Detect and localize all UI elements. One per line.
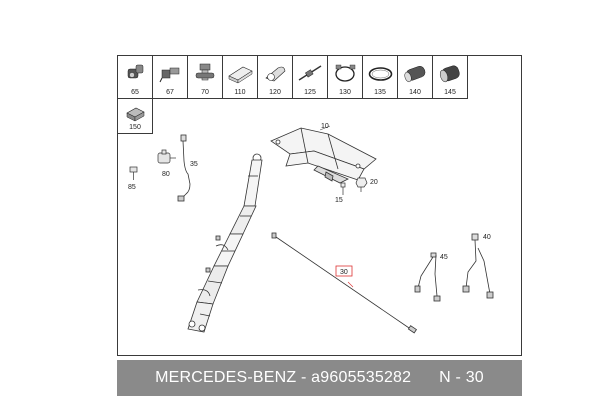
part-cell-120[interactable]: 120 bbox=[258, 56, 293, 99]
part-number-label: 67 bbox=[166, 89, 174, 96]
part-number-label: 140 bbox=[409, 89, 421, 96]
hose-40 bbox=[462, 233, 494, 299]
part-cell-140[interactable]: 140 bbox=[398, 56, 433, 99]
screw-15 bbox=[340, 182, 346, 195]
bolt-85 bbox=[129, 166, 138, 180]
callout-15: 15 bbox=[335, 197, 343, 204]
brand-name: MERCEDES-BENZ bbox=[155, 369, 297, 386]
nut-20 bbox=[355, 177, 368, 192]
part-footer-bar: MERCEDES-BENZ - a9605535282 N - 30 bbox=[117, 360, 522, 396]
hydraulic-cylinder bbox=[187, 153, 263, 333]
parts-diagram-frame: 65 67 70 110 120 bbox=[117, 55, 522, 356]
elbow-connector-icon bbox=[127, 64, 144, 79]
part-cell-135[interactable]: 135 bbox=[363, 56, 398, 99]
cable-tie-icon bbox=[298, 65, 322, 81]
o-ring-icon bbox=[368, 67, 393, 81]
callout-40: 40 bbox=[483, 234, 491, 241]
part-cell-70[interactable]: 70 bbox=[188, 56, 223, 99]
part-number-label: 70 bbox=[201, 89, 209, 96]
mount-bracket-assembly bbox=[270, 127, 377, 184]
part-number-label: 135 bbox=[374, 89, 386, 96]
part-number-label: 120 bbox=[269, 89, 281, 96]
part-number-label: 130 bbox=[339, 89, 351, 96]
part-cell-65[interactable]: 65 bbox=[118, 56, 153, 99]
sleeve-icon bbox=[404, 66, 426, 83]
footer-separator: - bbox=[296, 369, 312, 386]
assembly-drawing: 10 15 20 35 80 85 bbox=[128, 123, 494, 334]
mounting-bracket-icon bbox=[126, 107, 145, 122]
part-number-label: 125 bbox=[304, 89, 316, 96]
part-number-label: 150 bbox=[129, 124, 141, 131]
callout-80: 80 bbox=[162, 171, 170, 178]
part-cell-110[interactable]: 110 bbox=[223, 56, 258, 99]
hose-45 bbox=[414, 252, 441, 302]
hose-35 bbox=[177, 134, 191, 202]
cable-clip-icon bbox=[265, 66, 286, 82]
footer-gap bbox=[411, 369, 439, 387]
part-number-label: 65 bbox=[131, 89, 139, 96]
callout-30: 30 bbox=[340, 269, 348, 276]
angled-fitting-icon bbox=[159, 67, 180, 83]
protective-sleeve-icon bbox=[439, 65, 460, 83]
callout-20: 20 bbox=[370, 179, 378, 186]
diagram-code: N - 30 bbox=[439, 369, 484, 386]
part-number-label: 110 bbox=[234, 89, 246, 96]
part-number: a9605535282 bbox=[311, 369, 412, 386]
foam-pad-icon bbox=[228, 66, 253, 84]
callout-35: 35 bbox=[190, 161, 198, 168]
fitting-80 bbox=[157, 149, 176, 164]
hose-line-30 bbox=[271, 232, 417, 334]
part-number-label: 145 bbox=[444, 89, 456, 96]
tee-connector-icon bbox=[195, 63, 215, 81]
part-cell-130[interactable]: 130 bbox=[328, 56, 363, 99]
part-cell-150[interactable]: 150 bbox=[118, 99, 153, 134]
callout-45: 45 bbox=[440, 254, 448, 261]
part-cell-67[interactable]: 67 bbox=[153, 56, 188, 99]
part-cell-125[interactable]: 125 bbox=[293, 56, 328, 99]
hose-clamp-icon bbox=[335, 64, 356, 82]
callout-10: 10 bbox=[321, 123, 329, 130]
part-cell-145[interactable]: 145 bbox=[433, 56, 468, 99]
callout-85: 85 bbox=[128, 184, 136, 191]
callout-30-box[interactable] bbox=[335, 265, 353, 277]
